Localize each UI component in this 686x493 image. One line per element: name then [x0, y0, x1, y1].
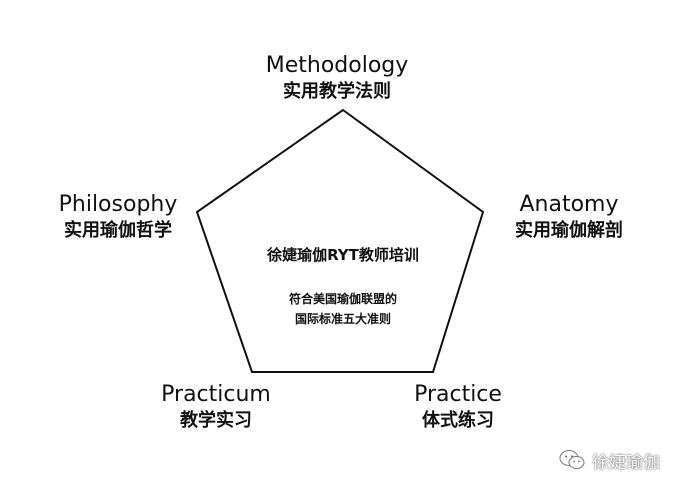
node-anatomy-en: Anatomy	[519, 192, 619, 217]
node-philosophy: Philosophy 实用瑜伽哲学	[33, 192, 203, 244]
node-practice: Practice 体式练习	[378, 382, 538, 434]
center-subtitle-line1: 符合美国瑜伽联盟的	[288, 292, 397, 306]
wechat-icon	[559, 450, 585, 469]
node-practicum: Practicum 教学实习	[136, 382, 296, 434]
node-methodology-en: Methodology	[265, 53, 409, 78]
node-anatomy-zh: 实用瑜伽解剖	[515, 220, 623, 241]
node-methodology-zh: 实用教学法则	[283, 81, 391, 102]
node-methodology: Methodology 实用教学法则	[237, 53, 437, 105]
pentagon-shape	[195, 108, 485, 373]
center-title: 徐婕瑜伽RYT教师培训	[267, 246, 419, 264]
watermark-text: 徐婕瑜伽	[592, 452, 660, 473]
node-practicum-zh: 教学实习	[180, 410, 252, 431]
node-philosophy-en: Philosophy	[58, 192, 178, 217]
watermark: 徐婕瑜伽	[558, 446, 660, 474]
center-subtitle-line2: 国际标准五大准则	[294, 312, 391, 326]
node-practice-zh: 体式练习	[422, 410, 494, 431]
node-philosophy-zh: 实用瑜伽哲学	[64, 220, 172, 241]
node-practicum-en: Practicum	[161, 382, 271, 407]
node-anatomy: Anatomy 实用瑜伽解剖	[484, 192, 654, 244]
node-practice-en: Practice	[414, 382, 502, 407]
